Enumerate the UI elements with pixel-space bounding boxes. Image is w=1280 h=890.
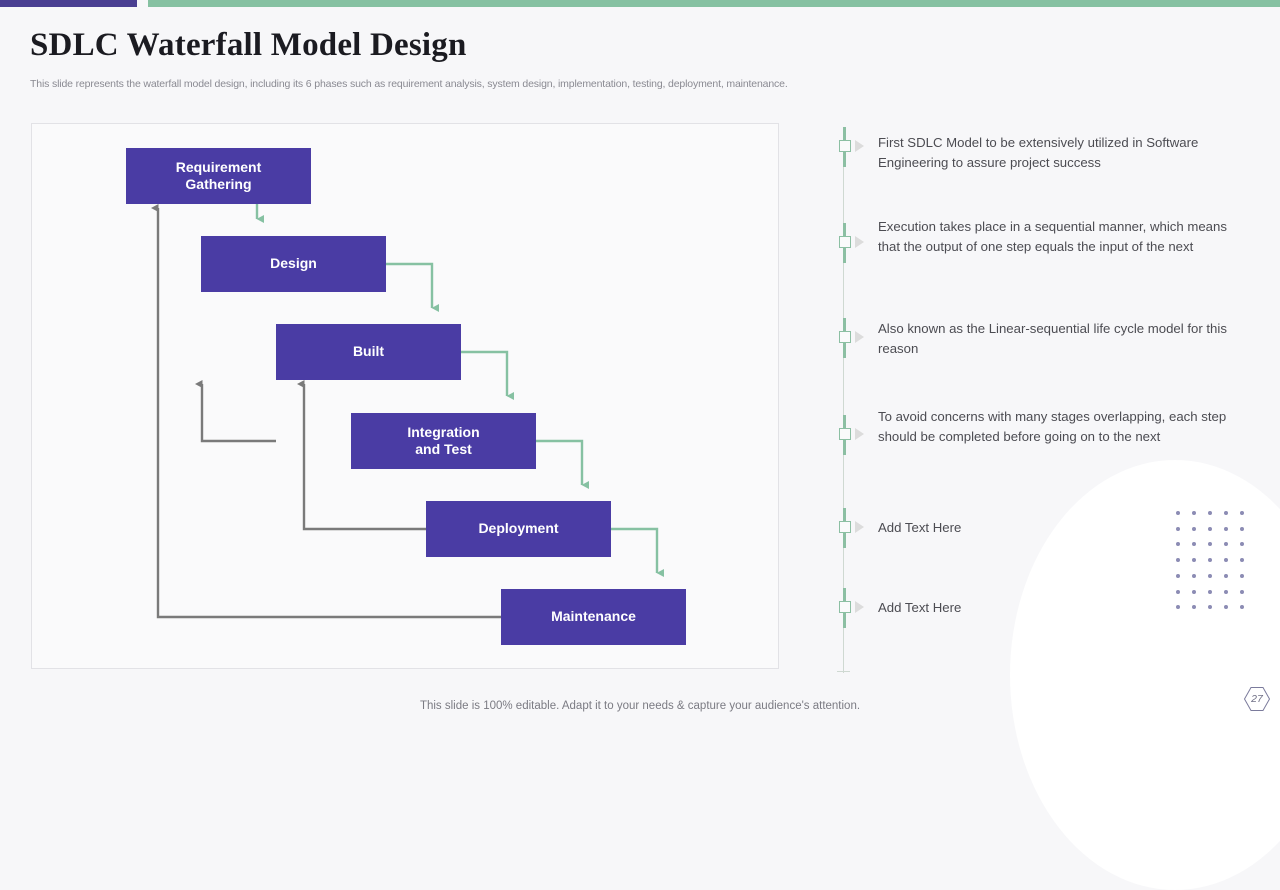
triangle-right-icon xyxy=(855,428,864,440)
page-number: 27 xyxy=(1251,693,1263,705)
timeline-marker-icon xyxy=(834,588,870,628)
footer-note: This slide is 100% editable. Adapt it to… xyxy=(419,700,861,712)
top-accent-bar xyxy=(0,0,1280,7)
timeline-axis-foot xyxy=(837,671,850,672)
accent-bar-green-segment xyxy=(148,0,1280,7)
phase-box-built[interactable]: Built xyxy=(276,324,461,380)
dot-grid-decoration xyxy=(1176,511,1256,621)
square-icon xyxy=(838,521,851,533)
timeline-item-text: Execution takes place in a sequential ma… xyxy=(878,219,1227,254)
hexagon-icon xyxy=(1243,687,1271,711)
phase-label: Deployment xyxy=(478,520,559,537)
timeline-axis xyxy=(843,128,844,673)
timeline-marker-icon xyxy=(834,127,870,167)
square-icon xyxy=(838,140,851,152)
timeline-item-text: To avoid concerns with many stages overl… xyxy=(878,409,1227,444)
timeline-marker-icon xyxy=(834,318,870,358)
square-icon xyxy=(838,331,851,343)
timeline-item-text: Also known as the Linear-sequential life… xyxy=(878,321,1227,356)
square-icon xyxy=(838,601,851,613)
accent-bar-purple-segment xyxy=(0,0,137,7)
triangle-right-icon xyxy=(855,236,864,248)
waterfall-connectors xyxy=(151,174,664,619)
triangle-right-icon xyxy=(855,521,864,533)
triangle-right-icon xyxy=(855,331,864,343)
timeline-marker-icon xyxy=(834,415,870,455)
timeline-item-text: First SDLC Model to be extensively utili… xyxy=(878,135,1199,170)
triangle-right-icon xyxy=(855,601,864,613)
phase-box-deployment[interactable]: Deployment xyxy=(426,501,611,557)
phase-label: Design xyxy=(270,255,317,272)
page-title: SDLC Waterfall Model Design xyxy=(30,27,467,63)
timeline-marker-icon xyxy=(834,508,870,548)
timeline-item-text: Add Text Here xyxy=(878,600,962,615)
timeline-marker-icon xyxy=(834,223,870,263)
page-number-badge: 27 xyxy=(1243,686,1271,712)
phase-label: Built xyxy=(352,343,385,360)
square-icon xyxy=(838,428,851,440)
phase-label: Maintenance xyxy=(551,608,636,625)
timeline-item-text: Add Text Here xyxy=(878,520,962,535)
phase-box-maintenance[interactable]: Maintenance xyxy=(501,589,686,645)
insights-timeline: First SDLC Model to be extensively utili… xyxy=(820,120,1270,675)
page-subtitle: This slide represents the waterfall mode… xyxy=(30,78,788,90)
phase-box-design[interactable]: Design xyxy=(201,236,386,292)
triangle-right-icon xyxy=(855,140,864,152)
square-icon xyxy=(838,236,851,248)
